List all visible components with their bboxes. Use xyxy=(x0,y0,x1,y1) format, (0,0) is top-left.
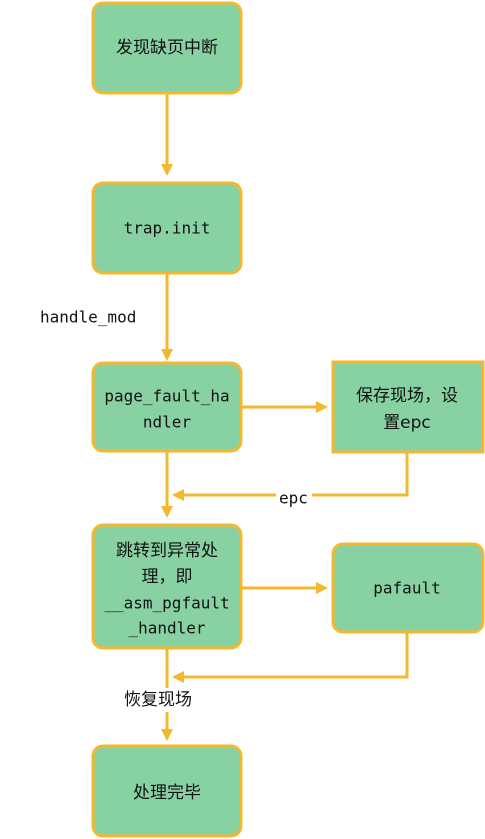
edge-pafault-return xyxy=(172,632,409,683)
edge-labels: handle_mod epc 恢复现场 xyxy=(38,305,312,712)
node-jump-exception-box xyxy=(91,523,243,650)
node-pafault-box xyxy=(331,542,485,634)
node-trap-init-text-1: trap.init xyxy=(124,219,211,238)
node-detect-fault-box xyxy=(91,1,243,95)
node-done: 处理完毕 xyxy=(91,744,243,838)
node-jump-exception-text-3: __asm_pgfault xyxy=(104,594,229,613)
edges xyxy=(161,93,409,741)
epc-label-bg xyxy=(276,484,312,508)
node-page-fault-handler-text-2: ndler xyxy=(143,413,192,432)
node-jump-exception: 跳转到异常处 理，即 __asm_pgfault _handler xyxy=(91,523,243,650)
node-save-context: 保存现场，设 置epc xyxy=(331,360,485,454)
node-detect-fault: 发现缺页中断 xyxy=(91,1,243,95)
node-save-context-text-2: 置epc xyxy=(383,413,431,433)
node-page-fault-handler: page_fault_ha ndler xyxy=(91,361,243,453)
node-jump-exception-text-4: _handler xyxy=(128,619,205,638)
node-done-box xyxy=(91,744,243,838)
node-trap-init-box xyxy=(91,181,243,275)
node-page-fault-handler-text-1: page_fault_ha xyxy=(104,387,229,406)
epc-label: epc xyxy=(279,489,308,508)
node-jump-exception-text-1: 跳转到异常处 xyxy=(116,541,218,561)
restore-label: 恢复现场 xyxy=(124,690,192,710)
edge-save-return xyxy=(172,452,409,501)
node-pafault-text-1: pafault xyxy=(373,579,440,598)
node-save-context-text-1: 保存现场，设 xyxy=(356,386,458,406)
node-jump-exception-text-2: 理，即 xyxy=(142,567,193,587)
restore-label-bg xyxy=(122,688,212,712)
node-pafault: pafault xyxy=(331,542,485,634)
node-detect-fault-text-1: 发现缺页中断 xyxy=(116,38,218,58)
handle-mod-label: handle_mod xyxy=(40,308,136,327)
node-done-text-1: 处理完毕 xyxy=(133,783,201,803)
nodes: 发现缺页中断 trap.init page_fault_ha ndler 保存现… xyxy=(91,1,485,838)
handle-mod-label-bg xyxy=(38,305,146,329)
node-page-fault-handler-box xyxy=(91,361,243,453)
node-trap-init: trap.init xyxy=(91,181,243,275)
node-save-context-box xyxy=(331,360,485,454)
